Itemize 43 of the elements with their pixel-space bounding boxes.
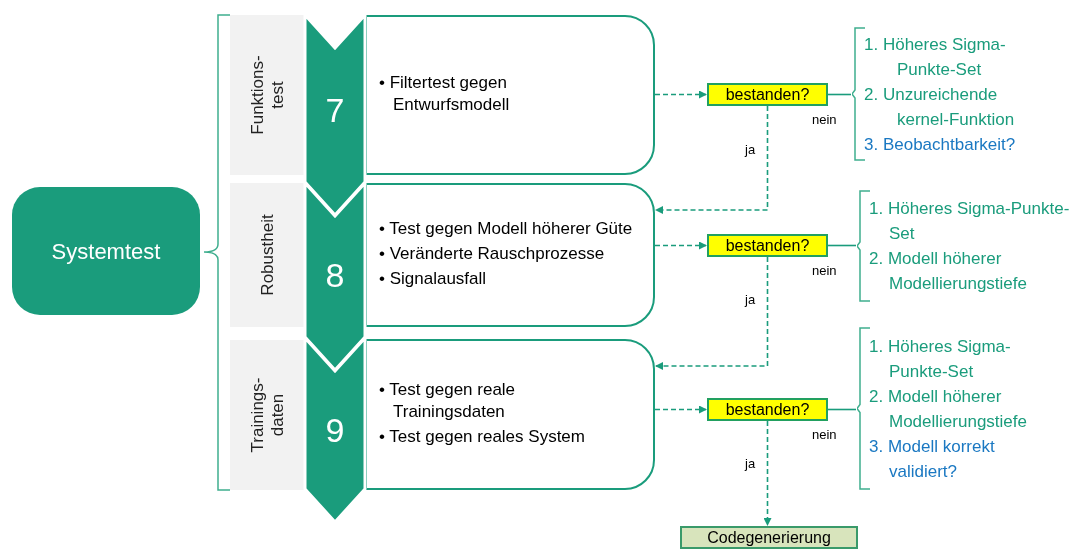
- result-box: Codegenerierung: [680, 526, 858, 549]
- dashed-arrow: [763, 420, 772, 526]
- bullet-item: • Veränderte Rauschprozesse: [379, 242, 606, 265]
- cause-item: 2. Unzureichende kernel-Funktion: [864, 83, 1016, 131]
- cause-item: 1. Höheres Sigma-Punkte-Set: [869, 335, 1012, 383]
- rounded-box: [365, 183, 655, 327]
- cause-item: 1. Höheres Sigma-Punkte-Set: [869, 198, 1071, 245]
- dashed-arrow: [655, 256, 769, 370]
- connector-line: [827, 408, 857, 411]
- cause-item: 3. Beobachtbarkeit?: [864, 133, 1017, 156]
- cause-item: 2. Modell höherer Modellierungstiefe: [869, 248, 1028, 295]
- stage-label-panel: [230, 15, 305, 175]
- stage-label: Robustheit: [257, 213, 278, 298]
- edge-label: nein: [812, 427, 837, 443]
- rounded-box: [365, 15, 655, 175]
- bullet-item: • Test gegen reales System: [379, 425, 586, 448]
- edge-label: ja: [745, 292, 756, 308]
- decision-box: bestanden?: [707, 234, 828, 257]
- cause-item: 1. Höheres Sigma-Punkte-Set: [864, 33, 1007, 81]
- dashed-arrow: [654, 241, 707, 250]
- connector-line: [827, 93, 852, 96]
- connector-line: [827, 244, 857, 247]
- dashed-arrow: [654, 405, 707, 414]
- bullet-item: • Test gegen reale Trainingsdaten: [379, 378, 517, 423]
- edge-label: nein: [812, 263, 837, 279]
- stage-label-panel: [230, 183, 305, 327]
- bullet-item: • Signalausfall: [379, 267, 488, 290]
- decision-box: bestanden?: [707, 83, 828, 106]
- decision-box: bestanden?: [707, 398, 828, 421]
- edge-label: ja: [745, 456, 756, 472]
- edge-label: nein: [812, 112, 837, 128]
- bullet-item: • Test gegen Modell höherer Güte: [379, 217, 634, 240]
- stage-label-panel: [230, 340, 305, 490]
- stage-label: Trainings- daten: [247, 376, 288, 455]
- cause-item: 3. Modell korrekt validiert?: [869, 435, 996, 483]
- edge-label: ja: [745, 142, 756, 158]
- dashed-arrow: [655, 105, 769, 214]
- rounded-box: [365, 339, 655, 490]
- stage-label: Funktions- test: [247, 54, 288, 137]
- process-box: Systemtest: [12, 187, 200, 315]
- cause-item: 2. Modell höherer Modellierungstiefe: [869, 385, 1028, 433]
- dashed-arrow: [654, 90, 707, 99]
- bullet-item: • Filtertest gegen Entwurfsmodell: [379, 71, 511, 116]
